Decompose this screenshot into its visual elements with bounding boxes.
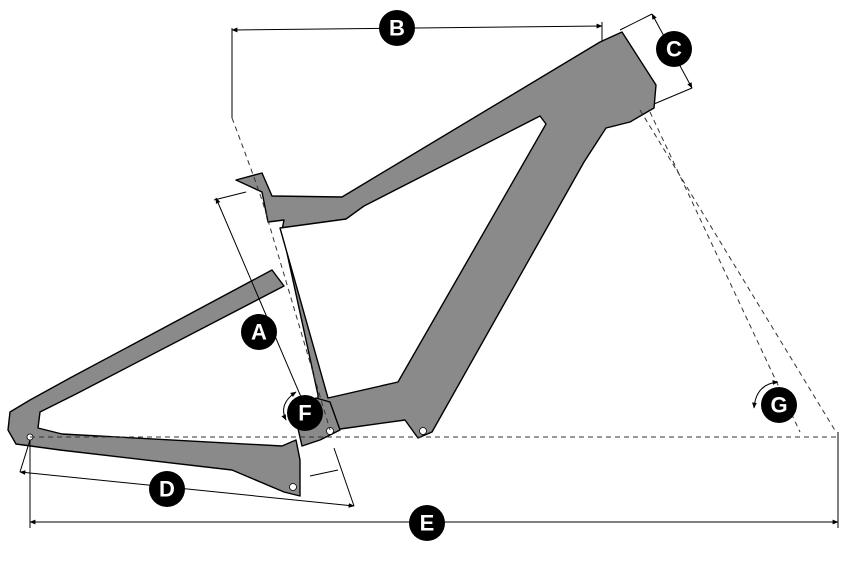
dim-a-line xyxy=(215,197,311,419)
dim-d-tick xyxy=(309,469,339,477)
dim-d-line xyxy=(19,470,355,508)
label-c: C xyxy=(666,37,682,62)
label-badge-e: E xyxy=(409,505,445,541)
label-badge-b: B xyxy=(379,10,415,46)
dim-c-ext-top xyxy=(619,13,653,31)
bike-frame xyxy=(7,31,657,497)
dim-b-line xyxy=(231,23,603,33)
rear-triangle xyxy=(7,269,301,497)
fork-axis-b xyxy=(649,111,801,433)
dim-c-ext-bottom xyxy=(653,87,693,105)
pivot-hole xyxy=(326,427,334,435)
dim-d-ext-right xyxy=(333,447,355,507)
dim-a-ext-top xyxy=(213,191,247,201)
label-b: B xyxy=(389,16,405,41)
dim-d-ext-left xyxy=(19,439,31,473)
label-badge-c: C xyxy=(656,31,692,67)
main-frame-inner xyxy=(279,115,547,399)
label-e: E xyxy=(420,511,435,536)
label-badge-d: D xyxy=(149,471,185,507)
dim-g-arc xyxy=(752,380,779,409)
label-badge-f: F xyxy=(287,395,323,431)
dim-f-arc xyxy=(281,391,297,421)
label-badge-g: G xyxy=(761,387,797,423)
label-g: G xyxy=(770,393,787,418)
label-badge-a: A xyxy=(241,314,277,350)
label-d: D xyxy=(159,477,175,502)
bb-hole xyxy=(419,427,427,435)
label-f: F xyxy=(298,401,311,426)
label-a: A xyxy=(251,320,267,345)
fork-axis-a xyxy=(639,109,837,433)
rear-axle-hole xyxy=(289,483,297,491)
